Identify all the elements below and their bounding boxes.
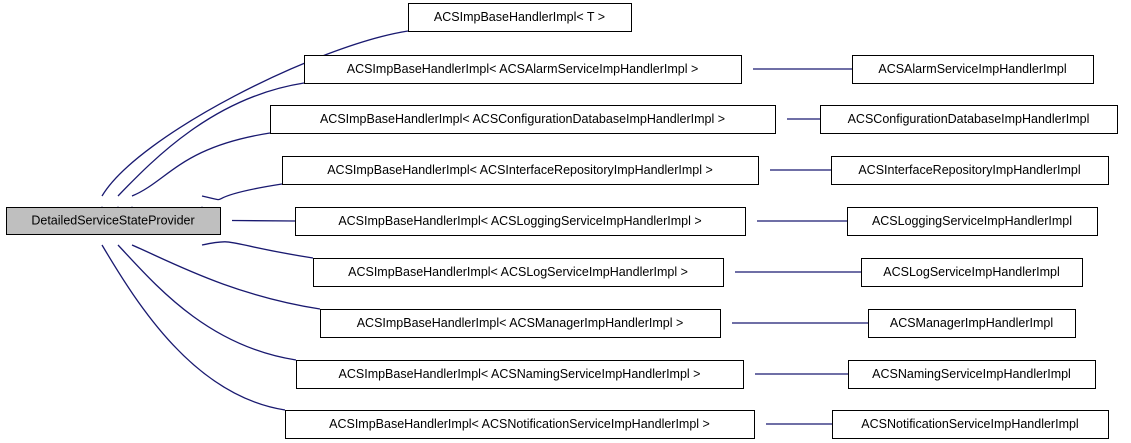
class-node-middle-8[interactable]: ACSImpBaseHandlerImpl< ACSNotificationSe… <box>285 410 755 439</box>
node-box[interactable] <box>295 207 746 236</box>
node-label: ACSConfigurationDatabaseImpHandlerImpl <box>848 112 1090 126</box>
class-node-right-5[interactable]: ACSManagerImpHandlerImpl <box>868 309 1076 338</box>
node-box[interactable] <box>847 207 1098 236</box>
class-node-right-4[interactable]: ACSLogServiceImpHandlerImpl <box>861 258 1083 287</box>
node-label: ACSImpBaseHandlerImpl< ACSConfigurationD… <box>320 112 725 126</box>
class-node-right-6[interactable]: ACSNamingServiceImpHandlerImpl <box>848 360 1096 389</box>
root-node-box[interactable] <box>6 207 221 235</box>
edge-line-to-root <box>231 219 296 222</box>
class-node-middle-2[interactable]: ACSImpBaseHandlerImpl< ACSConfigurationD… <box>270 105 776 134</box>
class-node-middle-3[interactable]: ACSImpBaseHandlerImpl< ACSInterfaceRepos… <box>282 156 759 185</box>
node-label: ACSInterfaceRepositoryImpHandlerImpl <box>858 163 1080 177</box>
edge-curve-to-root <box>117 82 305 197</box>
node-label: ACSImpBaseHandlerImpl< ACSAlarmServiceIm… <box>347 62 699 76</box>
node-label: ACSImpBaseHandlerImpl< ACSManagerImpHand… <box>357 316 684 330</box>
node-label: ACSAlarmServiceImpHandlerImpl <box>878 62 1066 76</box>
node-box[interactable] <box>296 360 744 389</box>
class-node-right-3[interactable]: ACSLoggingServiceImpHandlerImpl <box>847 207 1098 236</box>
node-label: ACSImpBaseHandlerImpl< T > <box>434 10 605 24</box>
node-label: ACSNamingServiceImpHandlerImpl <box>872 367 1071 381</box>
edge-curve-to-root <box>201 241 314 259</box>
class-node-middle-1[interactable]: ACSImpBaseHandlerImpl< ACSAlarmServiceIm… <box>304 55 742 84</box>
node-box[interactable] <box>270 105 776 134</box>
node-label: ACSManagerImpHandlerImpl <box>890 316 1053 330</box>
node-box[interactable] <box>313 258 724 287</box>
node-label: ACSImpBaseHandlerImpl< ACSNotificationSe… <box>329 417 710 431</box>
node-label: ACSImpBaseHandlerImpl< ACSLogServiceImpH… <box>348 265 688 279</box>
edge-curve-to-root <box>101 244 286 411</box>
edge-curve-to-root <box>131 244 321 310</box>
edge-curve-to-root <box>101 30 409 197</box>
node-box[interactable] <box>832 410 1109 439</box>
node-label: ACSImpBaseHandlerImpl< ACSInterfaceRepos… <box>327 163 713 177</box>
node-box[interactable] <box>820 105 1118 134</box>
edge-curve-to-root <box>117 244 297 361</box>
node-label: ACSLoggingServiceImpHandlerImpl <box>872 214 1072 228</box>
node-box[interactable] <box>320 309 721 338</box>
node-box[interactable] <box>868 309 1076 338</box>
node-box[interactable] <box>285 410 755 439</box>
node-box[interactable] <box>848 360 1096 389</box>
node-box[interactable] <box>304 55 742 84</box>
class-node-root[interactable]: DetailedServiceStateProvider <box>6 207 221 235</box>
class-node-middle-5[interactable]: ACSImpBaseHandlerImpl< ACSLogServiceImpH… <box>313 258 724 287</box>
node-label: ACSNotificationServiceImpHandlerImpl <box>861 417 1078 431</box>
node-box[interactable] <box>282 156 759 185</box>
node-label: DetailedServiceStateProvider <box>31 213 194 227</box>
node-box[interactable] <box>831 156 1109 185</box>
node-label: ACSLogServiceImpHandlerImpl <box>883 265 1059 279</box>
class-node-middle-4[interactable]: ACSImpBaseHandlerImpl< ACSLoggingService… <box>295 207 746 236</box>
node-box[interactable] <box>408 3 632 32</box>
edge-curve-to-root <box>131 132 271 197</box>
class-node-right-7[interactable]: ACSNotificationServiceImpHandlerImpl <box>832 410 1109 439</box>
nodes-layer: DetailedServiceStateProviderACSImpBaseHa… <box>6 3 1118 439</box>
class-node-right-1[interactable]: ACSConfigurationDatabaseImpHandlerImpl <box>820 105 1118 134</box>
edge-curve-to-root <box>201 183 283 201</box>
node-label: ACSImpBaseHandlerImpl< ACSNamingServiceI… <box>339 367 701 381</box>
class-node-middle-6[interactable]: ACSImpBaseHandlerImpl< ACSManagerImpHand… <box>320 309 721 338</box>
class-node-right-0[interactable]: ACSAlarmServiceImpHandlerImpl <box>852 55 1094 84</box>
class-node-middle-0[interactable]: ACSImpBaseHandlerImpl< T > <box>408 3 632 32</box>
node-box[interactable] <box>852 55 1094 84</box>
node-box[interactable] <box>861 258 1083 287</box>
class-node-middle-7[interactable]: ACSImpBaseHandlerImpl< ACSNamingServiceI… <box>296 360 744 389</box>
node-label: ACSImpBaseHandlerImpl< ACSLoggingService… <box>338 214 701 228</box>
class-node-right-2[interactable]: ACSInterfaceRepositoryImpHandlerImpl <box>831 156 1109 185</box>
